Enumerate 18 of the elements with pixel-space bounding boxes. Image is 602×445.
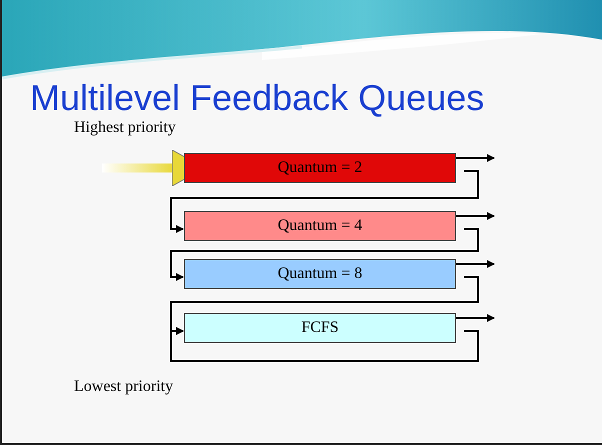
- priority-label: Lowest priority: [74, 377, 174, 397]
- queue-box: [184, 211, 456, 241]
- queue-box: [184, 259, 456, 289]
- queue-label: Quantum = 8: [278, 264, 362, 284]
- queue-box: [184, 313, 456, 343]
- queue-label: Quantum = 2: [278, 158, 362, 178]
- arrow: [170, 327, 479, 362]
- arrow: [456, 260, 495, 268]
- queue-label: FCFS: [301, 318, 339, 338]
- arrow: [170, 228, 479, 281]
- arrow: [170, 170, 479, 233]
- priority-label: Highest priority: [74, 118, 176, 138]
- arrow: [456, 314, 495, 322]
- arrow: [456, 154, 495, 162]
- slide-title: Multilevel Feedback Queues: [30, 78, 484, 118]
- arrow: [456, 212, 495, 220]
- queue-box: [184, 153, 456, 183]
- queue-label: Quantum = 4: [278, 216, 362, 236]
